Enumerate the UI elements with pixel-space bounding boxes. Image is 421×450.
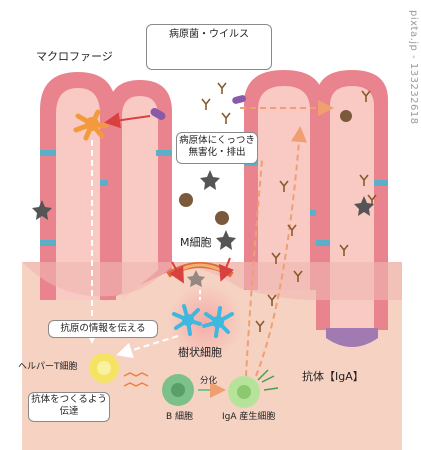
make-antibody-line-2: 伝達 — [29, 406, 109, 418]
antigen-info-callout: 抗原の情報を伝える — [48, 320, 158, 338]
transporter-mark — [316, 240, 330, 246]
neutralize-line-1: 病原体にくっつき — [177, 135, 257, 147]
transporter-mark — [374, 180, 388, 186]
transporter-mark — [40, 240, 56, 246]
transporter-mark — [40, 150, 56, 156]
antigen-info-label: 抗原の情報を伝える — [60, 323, 145, 334]
neutralize-line-2: 無害化・排出 — [177, 147, 257, 159]
make-antibody-line-1: 抗体をつくるよう — [29, 394, 109, 406]
macrophage-label: マクロファージ — [36, 50, 113, 63]
differentiation-label: 分化 — [200, 376, 217, 386]
legend-title: 病原菌・ウイルス — [147, 28, 271, 41]
dendritic-cell-label: 樹状細胞 — [178, 346, 222, 359]
helper-t-cell — [89, 353, 119, 383]
iga-cell-label: IgA 産生細胞 — [222, 412, 275, 423]
b-cell-label: B 細胞 — [166, 412, 193, 423]
helper-t-label: ヘルパーT細胞 — [18, 362, 78, 373]
make-antibody-callout: 抗体をつくるよう 伝達 — [28, 392, 110, 422]
villus-far-right — [316, 70, 388, 347]
watermark: pixta.jp - 133232618 — [408, 10, 419, 125]
m-cell-label: M細胞 — [180, 236, 212, 249]
neutralize-callout: 病原体にくっつき 無害化・排出 — [176, 132, 258, 164]
villus-right — [244, 70, 324, 290]
pathogen-legend: 病原菌・ウイルス — [146, 24, 272, 70]
antibody-iga-label: 抗体【IgA】 — [302, 370, 364, 383]
b-cell — [162, 374, 194, 406]
transporter-mark — [156, 150, 172, 156]
